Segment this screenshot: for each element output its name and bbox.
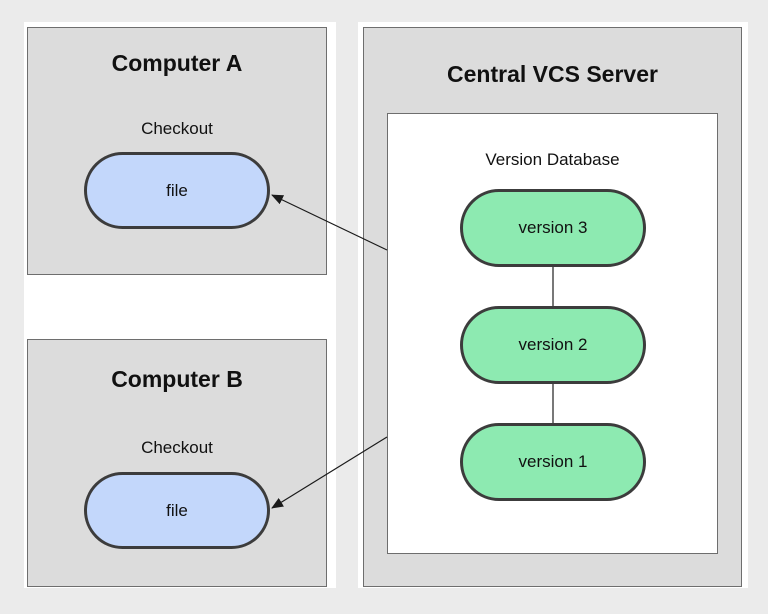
computer-a-file-label: file <box>166 180 188 200</box>
computer-b-file-label: file <box>166 500 188 520</box>
computer-b-checkout-label: Checkout <box>141 438 213 457</box>
version-database-label: Version Database <box>485 150 620 169</box>
version-3-node: version 3 <box>460 189 646 267</box>
computer-a-checkout-label: Checkout <box>141 119 213 138</box>
version-1-node: version 1 <box>460 423 646 501</box>
version-2-label: version 2 <box>518 335 588 354</box>
checkout-arrow-a <box>271 194 388 251</box>
server-title: Central VCS Server <box>447 61 658 87</box>
computer-a-file: file <box>84 152 270 229</box>
checkout-arrow-b <box>271 436 388 509</box>
computer-a-box: Computer A Checkout <box>27 27 327 275</box>
version-3-label: version 3 <box>518 218 588 237</box>
computer-b-file: file <box>84 472 270 549</box>
computer-b-title: Computer B <box>111 366 243 392</box>
version-2-node: version 2 <box>460 306 646 384</box>
computer-a-title: Computer A <box>111 50 243 76</box>
version-1-label: version 1 <box>518 452 588 471</box>
